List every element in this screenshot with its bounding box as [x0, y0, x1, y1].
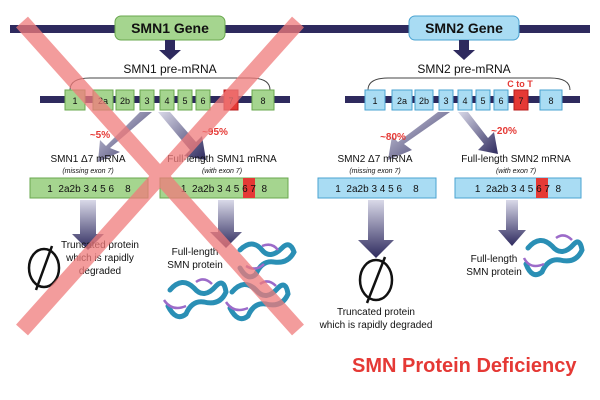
smn2-mrna-right-bar	[454, 177, 582, 199]
svg-text:8: 8	[548, 96, 553, 106]
smn1-exon-5	[177, 89, 193, 111]
smn1-exon-2b	[115, 89, 135, 111]
smn1-full-line2: SMN protein	[167, 260, 223, 271]
smn1-exon-4	[159, 89, 175, 111]
smn1-truncated-line3: degraded	[79, 266, 121, 277]
smn1-pct-right: ~95%	[202, 127, 228, 138]
smn1-gene-label: SMN1 Gene	[131, 20, 209, 36]
smn2-exon-8	[539, 89, 563, 111]
smn1-mrna-right-sub: (with exon 7)	[202, 168, 242, 175]
smn2-mrna-right-exons: 1 2a2b 3 4 5 6 7 8	[475, 184, 562, 195]
smn2-pct-left: ~80%	[380, 132, 406, 143]
smn2-translate-arrow-left	[358, 200, 394, 258]
smn1-deleted-cross	[16, 16, 304, 336]
smn2-translate-arrow-right	[498, 200, 526, 246]
svg-text:4: 4	[164, 96, 169, 106]
smn1-pre-mrna-label: SMN1 pre-mRNA	[123, 62, 216, 76]
smn2-exon-1	[364, 89, 386, 111]
smn2-full-line1: Full-length	[471, 254, 518, 265]
smn2-c-to-t: C to T	[507, 79, 533, 89]
smn1-mrna-left-exons: 1 2a2b 3 4 5 6 8	[47, 184, 131, 195]
svg-text:4: 4	[462, 96, 467, 106]
smn1-pct-left: ~5%	[90, 130, 110, 141]
smn1-mrna-right-exon7	[243, 178, 255, 198]
smn2-mrna-left-exons: 1 2a2b 3 4 5 6 8	[335, 184, 419, 195]
smn2-gene-arrow	[453, 40, 475, 60]
smn1-exon-3	[139, 89, 155, 111]
svg-text:6: 6	[498, 96, 503, 106]
smn2-mrna-left-title: SMN2 Δ7 mRNA	[337, 154, 412, 165]
smn2-exon-7	[513, 89, 529, 111]
smn2-pre-mrna-bracket	[367, 77, 571, 91]
smn2-null-icon	[358, 256, 394, 304]
smn2-full-line2: SMN protein	[466, 267, 522, 278]
smn2-exon-5	[475, 89, 491, 111]
smn2-gene-label: SMN2 Gene	[425, 20, 503, 36]
footer-title: SMN Protein Deficiency	[352, 355, 577, 377]
smn2-mrna-right-sub: (with exon 7)	[496, 168, 536, 175]
smn2-truncated-line1: Truncated protein	[337, 307, 415, 318]
svg-text:2a: 2a	[397, 96, 407, 106]
svg-text:1: 1	[72, 96, 77, 106]
smn2-truncated-line2: which is rapidly degraded	[319, 320, 433, 331]
smn1-splice-arrow-left	[98, 112, 152, 162]
smn1-full-line1: Full-length	[172, 247, 219, 258]
smn2-splice-arrow-right	[458, 112, 498, 154]
smn1-truncated-line2: which is rapidly	[65, 253, 134, 264]
smn2-exons: 1 2a 2b 3 4 5 6 7 8	[364, 89, 563, 111]
svg-text:2b: 2b	[120, 96, 130, 106]
smn2-mrna-right-exon7	[536, 178, 548, 198]
svg-text:3: 3	[144, 96, 149, 106]
smn2-mrna-left-bar	[317, 177, 437, 199]
svg-text:3: 3	[443, 96, 448, 106]
smn1-protein-icon-bottom-left	[162, 278, 229, 320]
svg-text:8: 8	[260, 96, 265, 106]
smn2-exon-4	[457, 89, 473, 111]
smn1-null-icon	[27, 245, 61, 291]
svg-text:5: 5	[480, 96, 485, 106]
smn1-mrna-right-exons: 1 2a2b 3 4 5 6 7 8	[181, 184, 268, 195]
svg-text:5: 5	[182, 96, 187, 106]
smn2-exon-2b	[414, 89, 434, 111]
svg-text:1: 1	[372, 96, 377, 106]
smn2-mrna-left-sub: (missing exon 7)	[349, 168, 400, 175]
smn1-exon-6	[195, 89, 211, 111]
smn1-mrna-left-title: SMN1 Δ7 mRNA	[50, 154, 125, 165]
smn1-gene-arrow	[159, 40, 181, 60]
smn1-mrna-right-title: Full-length SMN1 mRNA	[167, 154, 277, 165]
smn2-exon-2a	[391, 89, 413, 111]
smn2-exon-6	[493, 89, 509, 111]
smn2-splice-arrow-left	[388, 112, 450, 160]
smn2-pct-right: ~20%	[491, 126, 517, 137]
smn2-protein-icon	[522, 234, 585, 278]
smn2-exon-3	[438, 89, 454, 111]
smn1-mrna-left-sub: (missing exon 7)	[62, 168, 113, 175]
svg-text:7: 7	[518, 96, 523, 106]
svg-text:6: 6	[200, 96, 205, 106]
smn1-exon-8	[251, 89, 275, 111]
smn2-pre-mrna-label: SMN2 pre-mRNA	[417, 62, 510, 76]
smn2-mrna-right-title: Full-length SMN2 mRNA	[461, 154, 571, 165]
smn1-mrna-right-bar	[159, 177, 289, 199]
svg-text:2b: 2b	[419, 96, 429, 106]
